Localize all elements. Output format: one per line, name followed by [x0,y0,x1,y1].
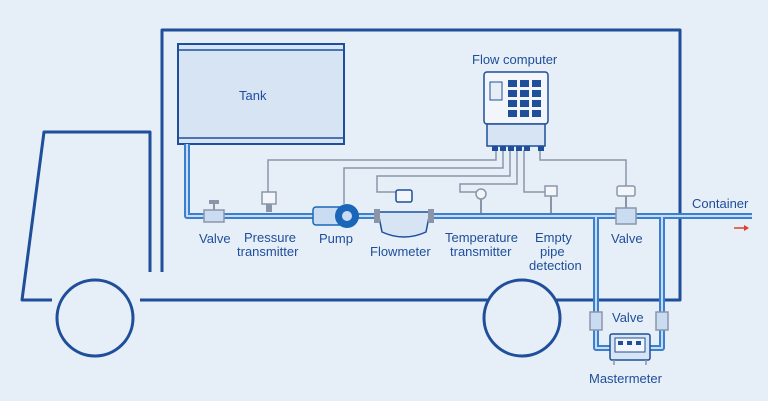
truck-box [160,28,682,302]
pressure-transmitter [261,191,277,212]
truck-outline [20,28,682,302]
empty-pipe-label-line3: detection [529,258,582,273]
rear-wheel [482,278,562,358]
pressure-label-line2: transmitter [237,244,299,259]
valve-right [615,185,637,225]
right-arrow-icon [734,225,749,231]
front-wheel [55,278,135,358]
flow-computer-label: Flow computer [472,52,558,67]
container-label: Container [692,196,749,211]
valve-left-label: Valve [199,231,231,246]
valve-right-label: Valve [611,231,643,246]
tank-label: Tank [239,88,267,103]
tank [177,43,345,145]
empty-pipe-label-line2: pipe [540,244,565,259]
pump-label: Pump [319,231,353,246]
temperature-transmitter [475,188,487,213]
flowmeter-label: Flowmeter [370,244,431,259]
pressure-label-line1: Pressure [244,230,296,245]
wheels [55,278,562,358]
valve-bottom-label: Valve [612,310,644,325]
truck-cab [20,130,152,302]
flowmeter [374,189,434,238]
empty-pipe-detector [544,185,558,213]
temperature-label-line2: transmitter [450,244,512,259]
empty-pipe-label-line1: Empty [535,230,572,245]
mastermeter-label: Mastermeter [589,371,663,386]
pump-icon [312,204,359,228]
flow-computer [483,71,549,151]
valve-icon [203,200,225,223]
loop-valves [589,311,669,331]
temperature-label-line1: Temperature [445,230,518,245]
main-pipe-inner [186,144,752,349]
signal-wires [267,150,627,204]
mastermeter [609,333,651,365]
